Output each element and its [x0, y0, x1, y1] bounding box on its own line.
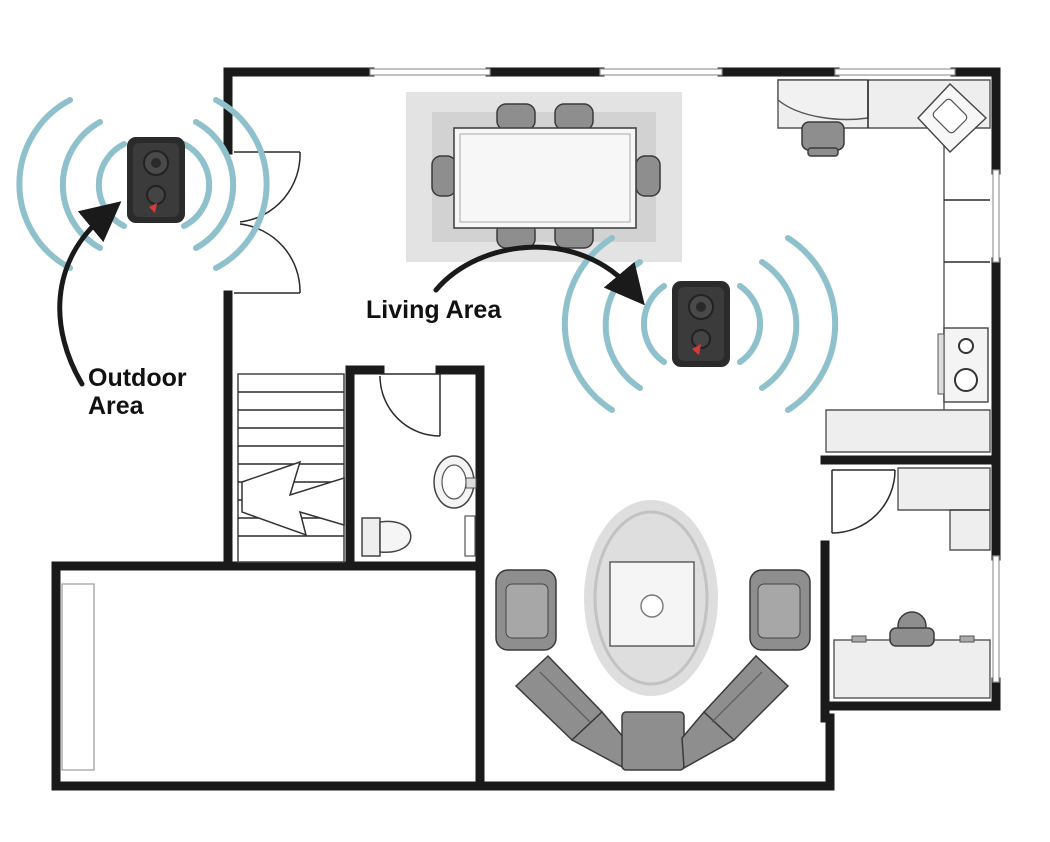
wave-arc [759, 259, 800, 391]
bathroom [361, 373, 477, 557]
kitchen [777, 79, 991, 453]
outdoor-area-label-line2: Area [88, 392, 144, 420]
windows [61, 68, 1000, 771]
wave-arc [181, 141, 213, 229]
curved-arrow-icon [57, 201, 122, 387]
outdoor-area-label-line1: Outdoor [88, 364, 187, 392]
utility-room [831, 467, 991, 699]
wave-arc [785, 235, 839, 413]
dining-area [406, 92, 682, 262]
wave-arc [640, 283, 667, 365]
lounge-area [495, 500, 811, 771]
wave-arc [193, 119, 237, 251]
wave-arc [59, 119, 103, 251]
walls [51, 67, 1001, 791]
staircase [237, 373, 345, 563]
outdoor-area-label: Outdoor Area [88, 364, 187, 420]
entry-door [234, 151, 301, 294]
curved-arrow-icon [433, 244, 645, 306]
outdoor-speaker-sound-waves [16, 97, 270, 271]
speaker-icon [127, 137, 185, 223]
speaker-icon [672, 281, 730, 367]
wave-arc [213, 97, 270, 271]
wave-arc [737, 283, 764, 365]
wave-arc [16, 97, 73, 271]
living-area-label: Living Area [366, 296, 502, 324]
